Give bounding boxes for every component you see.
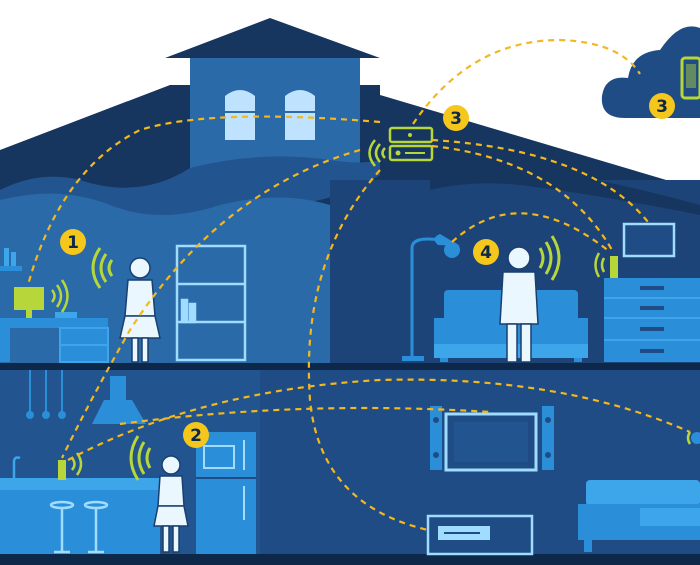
kitchen-counter-icon (0, 456, 160, 554)
pendant-lights (26, 370, 66, 419)
camera-device (691, 432, 700, 444)
lamp-icon (402, 234, 460, 361)
svg-text:1: 1 (67, 233, 79, 253)
bar-stools (49, 500, 109, 554)
connection-cloud-router (412, 38, 641, 125)
network-connections (26, 38, 691, 532)
badge-2: 2 (183, 422, 209, 448)
badge-1: 1 (60, 229, 86, 255)
media-player-icon (426, 514, 534, 556)
connection-router-office (26, 115, 381, 286)
refrigerator-icon (196, 432, 256, 554)
badge-4: 4 (473, 239, 499, 265)
bookshelf-icon (175, 244, 247, 362)
speaker-icon (610, 256, 618, 278)
svg-text:2: 2 (190, 426, 202, 446)
svg-text:3: 3 (656, 97, 668, 117)
desktop-monitor-icon (14, 287, 44, 318)
badge-3-house: 3 (443, 105, 469, 131)
attic-window-right (285, 90, 315, 140)
connection-router-tv (431, 138, 649, 223)
connection-kitchen-tv (119, 406, 491, 426)
person-icon (499, 246, 539, 363)
speaker-icon (430, 406, 554, 470)
dresser-icon (604, 278, 700, 362)
wireless-signal-icon (129, 435, 152, 481)
range-hood-icon (92, 376, 146, 424)
upper-floor-slab (0, 363, 700, 370)
lower-floor-slab (0, 554, 700, 565)
connection-router-media (307, 169, 429, 532)
smartphone-icon (680, 56, 700, 100)
connection-kitchen-camera (67, 378, 691, 461)
upper-floor-left-wall (0, 193, 330, 365)
wireless-signal-icon (50, 279, 69, 313)
speaker-icon (58, 460, 66, 480)
desk-icon (0, 312, 109, 363)
person-icon (119, 257, 161, 363)
svg-text:3: 3 (450, 109, 462, 129)
attic-tower (190, 58, 360, 168)
connection-lamp-speaker (451, 212, 611, 253)
connection-router-livingroom (431, 144, 613, 251)
tv-icon (622, 222, 676, 258)
tv-icon (444, 412, 538, 472)
attic-window-left (225, 90, 255, 140)
wireless-signal-icon (538, 235, 561, 281)
wireless-signal-icon (368, 139, 386, 167)
person-icon (153, 455, 189, 553)
svg-text:4: 4 (480, 243, 492, 263)
upper-right-roof-shadow (430, 165, 700, 215)
wireless-signal-icon (594, 252, 606, 278)
sofa-icon (578, 480, 700, 552)
wireless-signal-icon (91, 247, 114, 289)
cloud-icon (601, 26, 700, 119)
router-icon (388, 126, 434, 162)
badge-3-cloud: 3 (649, 93, 675, 119)
attic-tower-roof (165, 18, 380, 58)
wireless-signal-icon (686, 431, 692, 445)
connection-router-kitchen (61, 148, 361, 459)
shelf-plant-icon (0, 248, 22, 271)
